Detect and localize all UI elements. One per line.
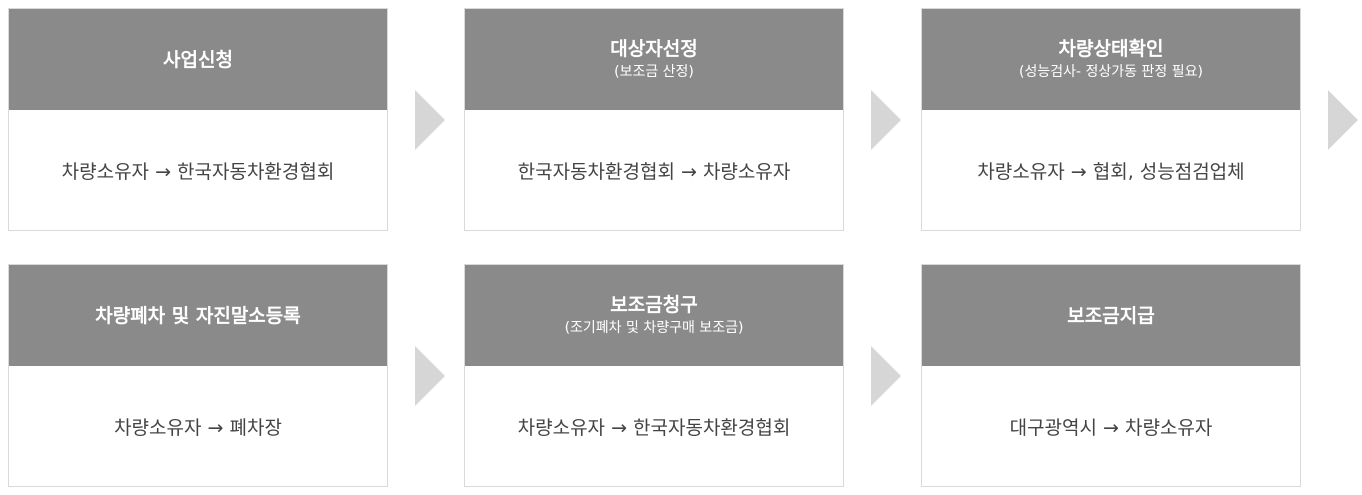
step-4-box: 차량폐차 및 자진말소등록 차량소유자 → 폐차장 [8, 264, 388, 487]
step-4-title: 차량폐차 및 자진말소등록 [95, 304, 301, 327]
step-5-flow: 차량소유자 → 한국자동차환경협회 [517, 416, 791, 439]
arrow-right-icon [415, 346, 445, 406]
step-3-header: 차량상태확인 (성능검사- 정상가동 판정 필요) [922, 9, 1300, 110]
step-2-box: 대상자선정 (보조금 산정) 한국자동차환경협회 → 차량소유자 [464, 8, 844, 231]
step-4-header: 차량폐차 및 자진말소등록 [9, 265, 387, 366]
step-6-flow: 대구광역시 → 차량소유자 [1009, 416, 1213, 439]
step-1-header: 사업신청 [9, 9, 387, 110]
step-3-subtitle: (성능검사- 정상가동 판정 필요) [1019, 64, 1203, 80]
arrow-right-icon [871, 90, 901, 150]
arrow-right-icon [1328, 90, 1358, 150]
step-1-box: 사업신청 차량소유자 → 한국자동차환경협회 [8, 8, 388, 231]
step-3-title: 차량상태확인 [1058, 38, 1164, 60]
step-5-subtitle: (조기폐차 및 차량구매 보조금) [564, 320, 744, 336]
step-2-subtitle: (보조금 산정) [614, 64, 694, 80]
step-4-flow: 차량소유자 → 폐차장 [114, 416, 282, 439]
step-6-header: 보조금지급 [922, 265, 1300, 366]
step-1-title: 사업신청 [163, 48, 233, 71]
step-2-header: 대상자선정 (보조금 산정) [465, 9, 843, 110]
step-2-title: 대상자선정 [610, 38, 698, 60]
step-3-flow: 차량소유자 → 협회, 성능점검업체 [977, 160, 1245, 183]
step-5-header: 보조금청구 (조기폐차 및 차량구매 보조금) [465, 265, 843, 366]
step-5-box: 보조금청구 (조기폐차 및 차량구매 보조금) 차량소유자 → 한국자동차환경협… [464, 264, 844, 487]
step-5-title: 보조금청구 [610, 294, 698, 316]
step-6-title: 보조금지급 [1067, 304, 1155, 327]
arrow-right-icon [871, 346, 901, 406]
step-3-box: 차량상태확인 (성능검사- 정상가동 판정 필요) 차량소유자 → 협회, 성능… [921, 8, 1301, 231]
arrow-right-icon [415, 90, 445, 150]
step-6-box: 보조금지급 대구광역시 → 차량소유자 [921, 264, 1301, 487]
step-1-flow: 차량소유자 → 한국자동차환경협회 [61, 160, 335, 183]
step-2-flow: 한국자동차환경협회 → 차량소유자 [517, 160, 791, 183]
